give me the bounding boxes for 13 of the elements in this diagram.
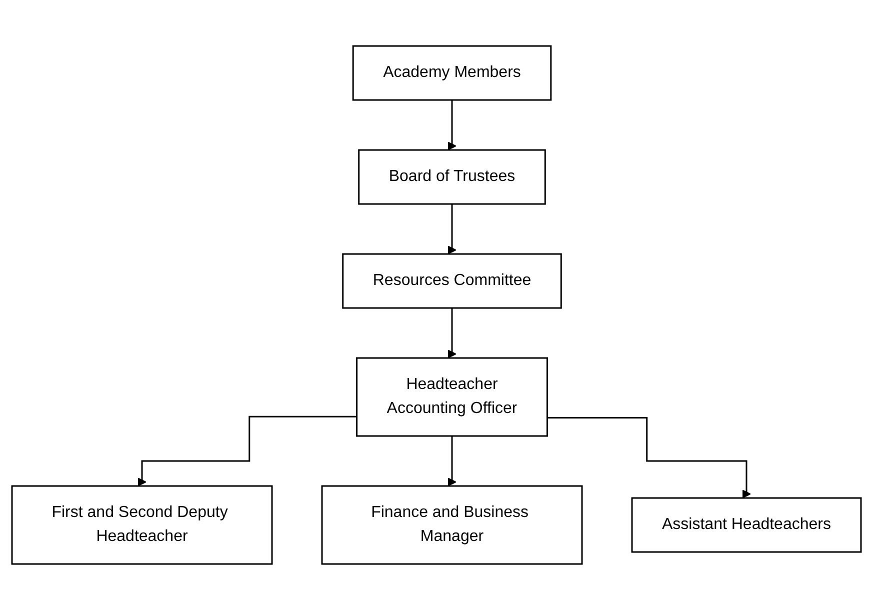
node-box: Academy Members: [352, 45, 552, 101]
node-box: Finance and Business Manager: [321, 485, 583, 565]
arrow: [448, 203, 456, 254]
arrow: [448, 99, 456, 150]
node-box: Assistant Headteachers: [631, 497, 862, 553]
node-box: Resources Committee: [342, 253, 562, 309]
node-box: Headteacher Accounting Officer: [356, 357, 548, 437]
arrow: [448, 435, 456, 486]
arrow: [138, 416, 357, 486]
node-box: First and Second Deputy Headteacher: [11, 485, 273, 565]
arrow: [448, 307, 456, 358]
arrow: [547, 416, 751, 498]
node-box: Board of Trustees: [358, 149, 546, 205]
